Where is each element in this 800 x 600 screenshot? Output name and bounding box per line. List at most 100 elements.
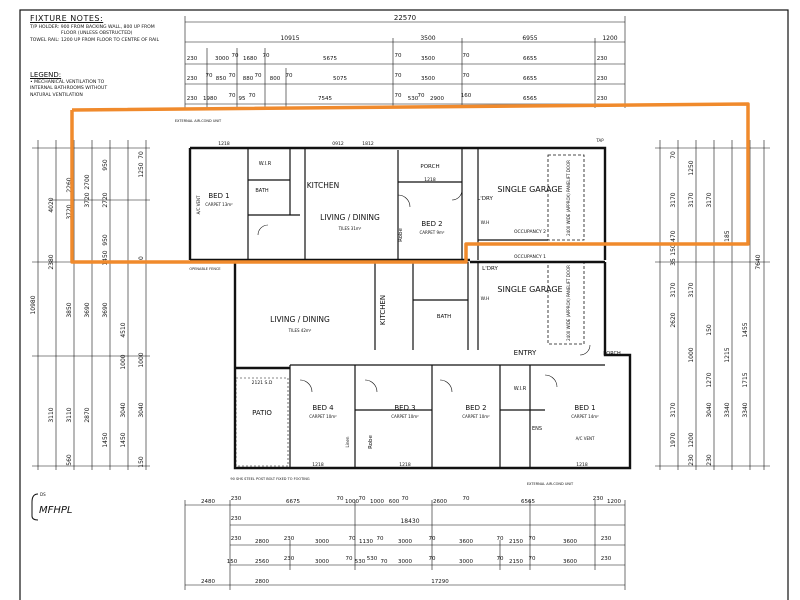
dim-label: 800: [270, 76, 281, 82]
dim-label: 70: [286, 73, 293, 79]
post-label: 90 SHS STEEL POST BOLT FIXED TO FOOTING: [230, 477, 310, 481]
dim-label: 230: [601, 536, 612, 542]
dim-label: 160: [461, 93, 472, 99]
dim-label: 530: [408, 96, 419, 102]
dim-label: 230: [231, 516, 242, 522]
room-wir-upper: W.I.R: [259, 161, 272, 167]
top-dim-row2: 230 3000 70 1680 70 5675 70 3500 70 6655…: [187, 53, 608, 62]
dim-label: 70: [359, 496, 366, 502]
bottom-dim-row4: 150 2560 230 3000 70 530 530 70 3000 70 …: [227, 556, 612, 565]
dim-label: 3000: [398, 559, 412, 565]
dim-label: 3690: [102, 302, 109, 317]
dim-label: 35: [670, 258, 677, 266]
ac-vent-upper: A/C VENT: [196, 195, 201, 214]
dim-label: 2900: [430, 96, 444, 102]
room-sub: CARPET 10m²: [462, 414, 490, 419]
bottom-dimensions: [184, 500, 626, 590]
patio-outline: [235, 377, 289, 467]
dim-label: 5675: [323, 56, 337, 62]
interior-walls: [247, 148, 605, 468]
dim-label: 4510: [120, 322, 127, 337]
dim-label: 230: [187, 76, 198, 82]
room-sub: CARPET 14m²: [571, 414, 599, 419]
dim-label: 3720: [66, 204, 73, 219]
dim-label: 1218: [218, 141, 230, 147]
dim-label: 6565: [521, 499, 535, 505]
dim-label: 3040: [706, 402, 713, 417]
garage-label-upper: SINGLE GARAGE: [497, 185, 562, 194]
room-bed2-upper: BED 2: [421, 220, 442, 228]
dim-label: 3000: [315, 559, 329, 565]
dim-label: 1000: [138, 352, 145, 367]
signature-text: MFHPL: [39, 505, 73, 516]
fixture-note-line: TOWEL RAIL: 1200 UP FROM FLOOR TO CENTRE…: [30, 37, 160, 43]
top-dim-row3: 230 70 850 70 880 70 800 70 5075 70 3500…: [187, 73, 608, 82]
room-bed2-lower: BED 2: [465, 404, 486, 412]
dim-label: 2150: [509, 539, 523, 545]
dim-label: 70: [463, 73, 470, 79]
dim-label: 70: [395, 73, 402, 79]
dim-label: 1970: [670, 432, 677, 447]
upper-room-labels: BED 1 CARPET 13m² W.I.R BATH KITCHEN LIV…: [175, 119, 604, 242]
dim-label: 70: [377, 536, 384, 542]
left-dim-labels: 10980 4020 2380 3110 2260 3720 3850 3110…: [30, 151, 145, 468]
dim-label: 2560: [255, 559, 269, 565]
garage-door-label-lower: 2400 WIDE (APPROX) PANELIFT DOOR: [566, 265, 571, 341]
dim-label: 2260: [66, 177, 73, 192]
dim-label: 2480: [201, 499, 215, 505]
garage-door-lower: [547, 261, 585, 345]
dim-label: 230: [187, 56, 198, 62]
dim-label: 230: [284, 536, 295, 542]
dim-label: 3850: [66, 302, 73, 317]
dim-label: 1200: [602, 35, 617, 42]
room-wh-lower: W.H: [481, 296, 490, 302]
dim-label: 3340: [742, 402, 749, 417]
dim-label: 3600: [459, 539, 473, 545]
dim-label: 230: [706, 454, 713, 466]
dim-label: 230: [187, 96, 198, 102]
top-dim-row1: 10915 3500 6955 1200: [280, 35, 617, 42]
dim-label: 150: [138, 456, 145, 468]
room-linen-lower: Linen: [345, 436, 350, 447]
room-bed1-lower: BED 1: [574, 404, 595, 412]
dim-label: 230: [597, 76, 608, 82]
dim-label: 3000: [215, 56, 229, 62]
dim-label: 1680: [243, 56, 257, 62]
legend-line: • MECHANICAL VENTILATION TO: [30, 80, 105, 86]
dim-label: 70: [263, 53, 270, 59]
dim-label: 1980: [203, 96, 217, 102]
dim-label: 5075: [333, 76, 347, 82]
dim-label: 70: [463, 496, 470, 502]
dim-overall-top: 22570: [394, 14, 416, 22]
dim-label: 70: [670, 151, 677, 159]
dim-label: 70: [529, 536, 536, 542]
room-sub: CARPET 13m²: [205, 202, 233, 207]
dim-label: 3170: [670, 282, 677, 297]
dim-label: 7545: [318, 96, 332, 102]
dim-label: 3720: [84, 192, 91, 207]
dim-label: 1218: [312, 462, 324, 468]
dim-label: 2870: [84, 407, 91, 422]
legend-title: LEGEND:: [30, 71, 62, 79]
dim-label: 70: [381, 559, 388, 565]
room-bath-upper: BATH: [255, 188, 269, 194]
dim-label: 7640: [755, 254, 762, 269]
room-porch-upper: PORCH: [420, 164, 439, 170]
room-robe-upper: Robe: [398, 227, 404, 241]
room-sub: CARPET 9m²: [419, 230, 444, 235]
dim-label: 3000: [398, 539, 412, 545]
dim-label: 6675: [286, 499, 300, 505]
dim-label: 3000: [315, 539, 329, 545]
legend: LEGEND: • MECHANICAL VENTILATION TO INTE…: [30, 71, 180, 99]
dim-label: 850: [216, 76, 227, 82]
room-wh-upper: W.H: [481, 220, 490, 226]
dim-label: 530: [355, 559, 366, 565]
dim-label: 10915: [280, 35, 299, 42]
room-bed3: BED 3: [394, 404, 415, 412]
dim-label: 0912: [332, 141, 344, 147]
dim-label: 3500: [421, 56, 435, 62]
dim-label: 230: [597, 56, 608, 62]
slab-label: 2121 S.D: [252, 380, 273, 386]
dim-label: 1218: [424, 177, 436, 183]
